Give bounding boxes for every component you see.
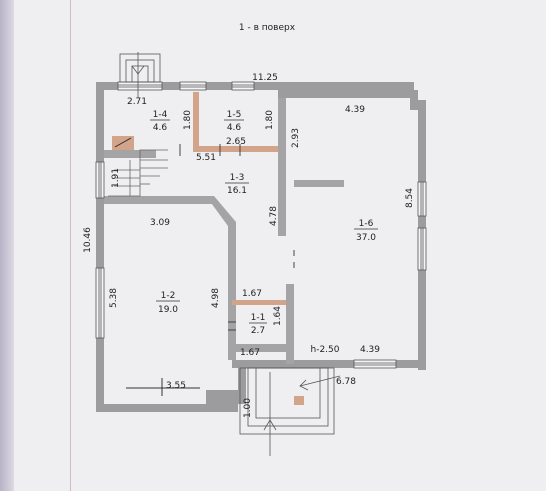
dim-wc-height: 1.64 (273, 306, 283, 326)
wall-bottom-right (232, 360, 426, 368)
dim-room2-left: 5.38 (109, 288, 119, 308)
entrance-stairs-bottom (239, 367, 341, 456)
windows (95, 81, 427, 369)
dim-ceiling-height: h-2.50 (311, 345, 340, 355)
dim-stair-191: 1.91 (111, 168, 121, 188)
stove-mark (114, 137, 132, 148)
wall-room4-bottom (104, 150, 156, 158)
dim-stair-width: 2.71 (127, 97, 147, 107)
dim-room2-bottom: 3.55 (166, 381, 186, 391)
entrance-stairs-top (119, 52, 161, 98)
wall-porch-left (238, 360, 246, 404)
room-id: 1-3 (230, 173, 245, 183)
dim-wall-478: 4.78 (269, 206, 279, 226)
window-right-lower (417, 227, 427, 271)
wall-hall-corner (410, 92, 418, 110)
room-label-1-4: 1-4 4.6 (150, 110, 170, 133)
page-margin-line (70, 0, 71, 491)
room-label-1-2: 1-2 19.0 (156, 291, 180, 315)
page-title: 1 - в поверх (239, 23, 296, 33)
room-labels: 1-4 4.6 1-5 4.6 1-3 16.1 1-6 37.0 1-2 19… (150, 110, 378, 336)
dim-porch-depth: 1.00 (243, 398, 253, 418)
wall-room2-diag (206, 196, 236, 360)
wall-hall-left-lower (286, 284, 294, 364)
room-label-1-1: 1-1 2.7 (249, 313, 267, 336)
dimension-labels: 11.25 2.71 4.39 4.39 h-2.50 8.54 10.46 5… (83, 73, 415, 418)
dim-wc-top: 1.67 (242, 289, 262, 299)
dim-right-side: 8.54 (405, 188, 415, 208)
dim-hall-top: 4.39 (345, 105, 365, 115)
dim-wc-bottom: 1.67 (240, 348, 260, 358)
room-label-1-3: 1-3 16.1 (225, 173, 249, 196)
dim-room5-height: 1.80 (265, 110, 275, 130)
door-ticks (179, 144, 241, 331)
dim-wall-293: 2.93 (291, 128, 301, 148)
window-bottom-right (353, 359, 397, 369)
dim-corridor-width: 5.51 (196, 153, 216, 163)
window-top-right (231, 81, 255, 91)
porch-post (294, 396, 304, 405)
inner-walls (104, 98, 344, 364)
room-area: 16.1 (227, 186, 247, 196)
wall-room2-top (104, 196, 214, 204)
room-id: 1-1 (251, 313, 266, 323)
room-label-1-5: 1-5 4.6 (224, 110, 244, 133)
dim-room5-width: 2.65 (226, 137, 246, 147)
window-right-upper (417, 181, 427, 217)
window-room2 (95, 267, 105, 339)
wall-left (96, 82, 104, 412)
room-id: 1-6 (359, 219, 374, 229)
room-area: 19.0 (158, 305, 178, 315)
wall-stub (294, 180, 344, 187)
dim-room2-top: 3.09 (150, 218, 170, 228)
room-label-1-6: 1-6 37.0 (354, 219, 378, 243)
window-top-left (117, 81, 163, 91)
dim-porch-width: 6.78 (336, 377, 356, 387)
wall-bottom-step (206, 390, 238, 412)
dim-top-overall: 11.25 (252, 73, 278, 83)
window-stair (95, 161, 105, 199)
room-area: 37.0 (356, 233, 376, 243)
dim-room2-right: 4.98 (211, 288, 221, 308)
dim-left-overall: 10.46 (83, 227, 93, 253)
dimension-ticks (126, 378, 200, 396)
wall-top (162, 82, 414, 90)
room-area: 4.6 (153, 123, 168, 133)
partition-room4 (193, 92, 199, 152)
room-id: 1-5 (227, 110, 242, 120)
window-top-mid (179, 81, 207, 91)
room-area: 2.7 (251, 326, 265, 336)
staircase (108, 149, 168, 197)
wall-top-left (96, 82, 118, 90)
wall-bottom-left (96, 404, 216, 412)
partition-wc (232, 300, 286, 305)
room-id: 1-2 (161, 291, 176, 301)
dim-hall-bottom: 4.39 (360, 345, 380, 355)
wall-hall-top (278, 90, 418, 98)
partition-room5 (199, 146, 278, 152)
page-binding-edge (0, 0, 14, 491)
dim-room4-height: 1.80 (183, 110, 193, 130)
room-area: 4.6 (227, 123, 242, 133)
wall-hall-left-upper (278, 98, 286, 236)
wall-wc-bottom (232, 344, 288, 352)
room-id: 1-4 (153, 110, 168, 120)
